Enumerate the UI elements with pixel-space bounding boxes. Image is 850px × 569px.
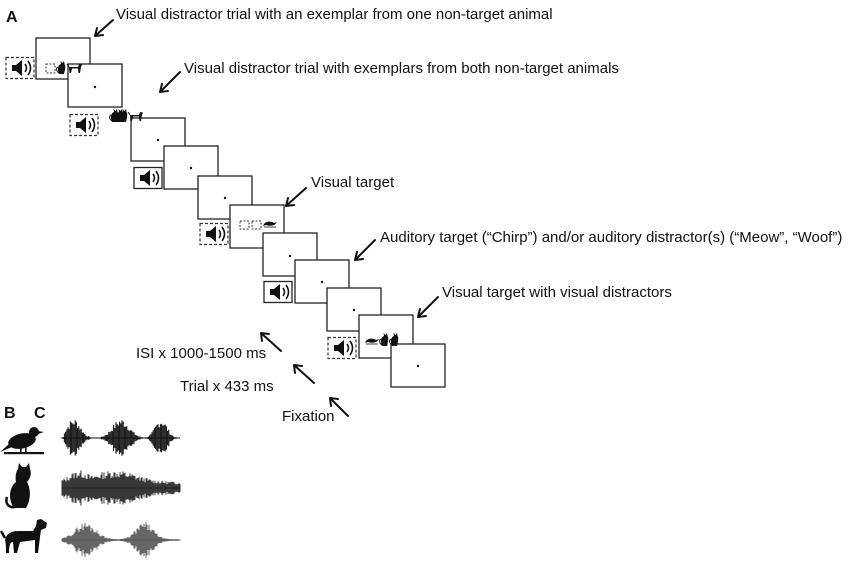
annotation-distractor-one: Visual distractor trial with an exemplar… (116, 6, 553, 23)
panel-label-b: B (4, 405, 16, 422)
panel-label-a: A (6, 9, 18, 26)
annotation-auditory-target: Auditory target (“Chirp”) and/or auditor… (380, 229, 842, 246)
screen-1-stimuli (45, 60, 83, 75)
chirp-waveform (61, 420, 180, 456)
annotation-target-with-distractors: Visual target with visual distractors (442, 284, 672, 301)
screen-6-stimuli (239, 220, 278, 230)
speaker-icon (69, 113, 99, 137)
woof-waveform (61, 522, 181, 558)
annotation-isi: ISI x 1000-1500 ms (136, 345, 266, 362)
speaker-icon (5, 56, 35, 80)
annotation-distractor-both: Visual distractor trial with exemplars f… (184, 60, 619, 77)
dog-icon (0, 519, 47, 553)
panel-label-c: C (34, 405, 46, 422)
speaker-icon (199, 222, 229, 246)
speaker-icon (327, 336, 357, 360)
annotation-visual-target: Visual target (311, 174, 395, 191)
trial-sequence (35, 37, 446, 388)
bird-icon (0, 427, 44, 455)
annotation-trial: Trial x 433 ms (180, 378, 274, 395)
screen-2 (67, 63, 123, 108)
annotation-arrows (94, 19, 439, 417)
speaker-icon (263, 280, 293, 304)
speaker-icon (133, 166, 163, 190)
meow-waveform (61, 470, 181, 506)
fixation-dots (93, 85, 420, 368)
annotation-fixation: Fixation (282, 408, 335, 425)
cat-icon (5, 463, 31, 509)
